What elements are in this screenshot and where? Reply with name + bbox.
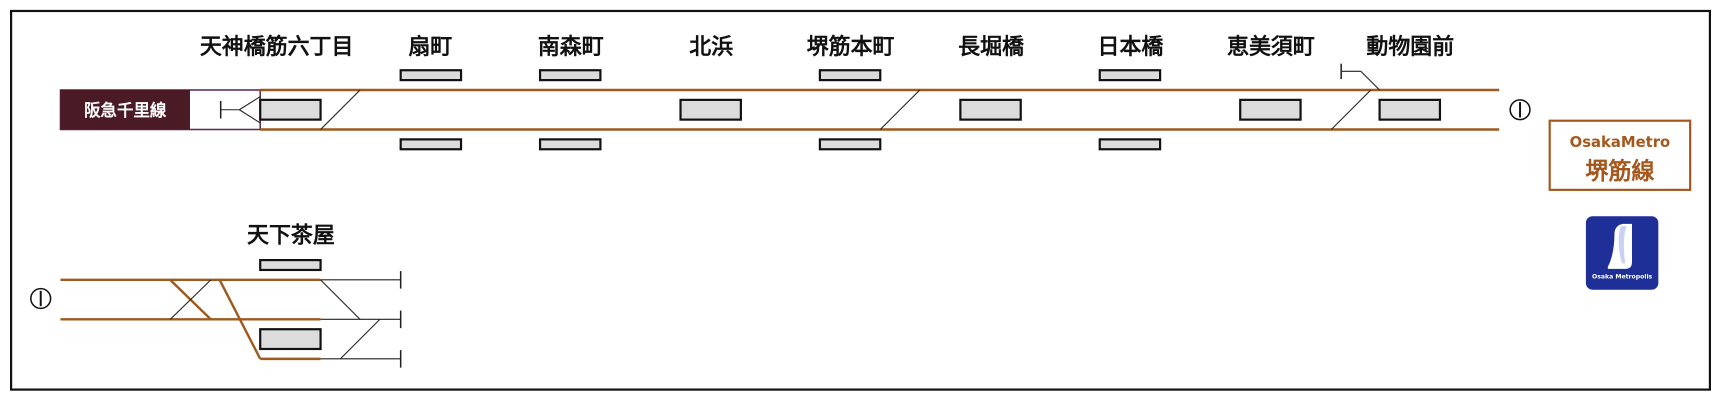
turnout-track [218, 279, 262, 360]
island-platform [259, 328, 322, 351]
island-platform [259, 98, 322, 121]
line-badge [1548, 119, 1692, 191]
line-badge-operator: OsakaMetro [1570, 134, 1670, 151]
siding-crossover [320, 279, 361, 320]
connecting-line-label: 阪急千里線 [84, 101, 167, 120]
connecting-line-box [60, 89, 190, 130]
side-platform [818, 69, 882, 82]
siding-crossover [339, 318, 381, 360]
crossover [169, 279, 212, 320]
osaka-metro-logo-icon [1585, 216, 1659, 290]
circle-bar-icon [1509, 99, 1531, 121]
side-platform [399, 69, 463, 82]
island-platform [1378, 98, 1442, 121]
circle-bar-icon [30, 287, 52, 310]
station-label-tenjimbashisuji: 天神橋筋六丁目 [200, 34, 354, 60]
line-badge-name: 堺筋線 [1585, 158, 1654, 185]
side-platform [818, 138, 882, 151]
station-label-sakaisuji-hommachi: 堺筋本町 [807, 34, 895, 60]
side-platform [399, 138, 463, 151]
crossover [320, 89, 361, 130]
side-platform [538, 69, 602, 82]
side-platform [259, 258, 322, 272]
station-label-tengachaya: 天下茶屋 [247, 224, 335, 249]
siding-buffer-stop-icon [1340, 63, 1380, 91]
station-label-dobutsuen-mae: 動物園前 [1366, 34, 1454, 60]
crossover [1330, 89, 1372, 130]
side-platform [538, 138, 602, 151]
crossover [879, 89, 921, 130]
island-platform [959, 98, 1022, 121]
side-platform [1098, 69, 1162, 82]
station-label-nippombashi: 日本橋 [1098, 35, 1165, 60]
station-label-minamimorimachi: 南森町 [538, 34, 604, 60]
diagram-frame [9, 9, 1712, 391]
buffer-stop-icon [219, 96, 261, 124]
island-platform [679, 98, 742, 121]
station-label-kitahama: 北浜 [689, 35, 733, 60]
station-label-nagahoribashi: 長堀橋 [958, 35, 1025, 60]
side-platform [1098, 138, 1162, 151]
station-label-ogimachi: 扇町 [408, 34, 452, 60]
logo-caption: Osaka Metropolis [1592, 274, 1653, 281]
station-label-ebisucho: 恵美須町 [1227, 34, 1315, 60]
island-platform [1239, 98, 1302, 121]
